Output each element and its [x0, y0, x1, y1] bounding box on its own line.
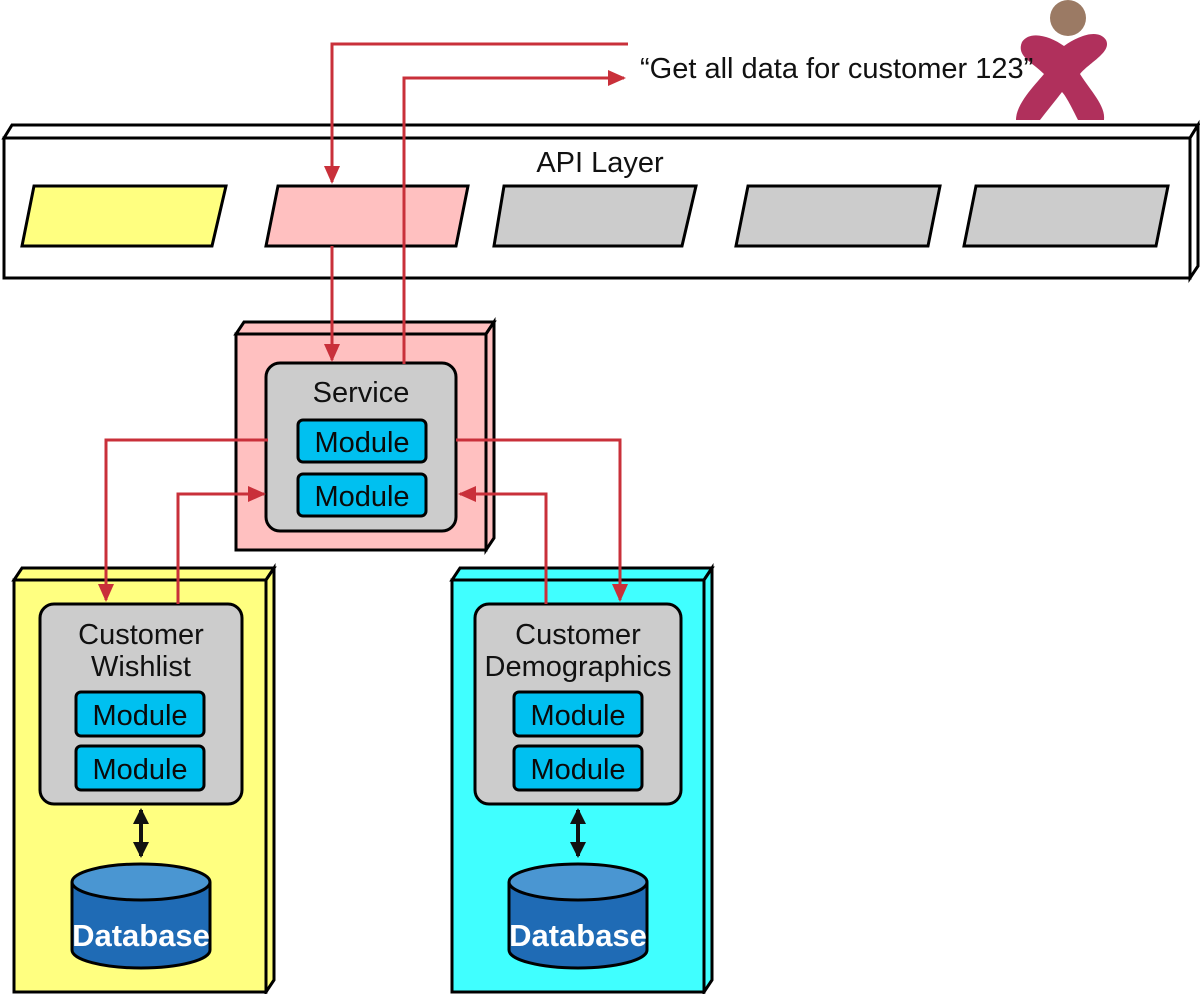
wishlist-title-line2: Wishlist [91, 651, 191, 683]
service-title: Service [313, 377, 410, 409]
wishlist-container: Customer Wishlist Module Module Database [11, 563, 277, 994]
service-module-2-label: Module [314, 481, 409, 513]
wishlist-database-label: Database [72, 918, 210, 953]
wishlist-title-line1: Customer [78, 619, 204, 651]
wishlist-module-2-label: Module [92, 754, 187, 786]
api-slot-customer[interactable] [264, 184, 470, 248]
api-layer: API Layer [1, 119, 1200, 283]
service-module-2 [296, 472, 428, 518]
service-module-1 [296, 418, 428, 464]
demographics-title-line2: Demographics [485, 651, 672, 683]
demographics-container: Customer Demographics Module Module Data… [449, 563, 715, 994]
service-to-wishlist-arrow [98, 438, 268, 602]
wishlist-database-icon [70, 862, 212, 970]
service-to-demographics-arrow [456, 438, 628, 602]
demographics-module-2 [512, 744, 644, 792]
api-slot-gray-1[interactable] [492, 184, 698, 248]
wishlist-module-1 [74, 690, 206, 738]
demographics-title-line1: Customer [515, 619, 641, 651]
demographics-module-1 [512, 690, 644, 738]
api-slot-gray-3[interactable] [962, 184, 1170, 248]
demographics-module-2-label: Module [530, 754, 625, 786]
api-slot-yellow[interactable] [20, 184, 228, 248]
wishlist-to-service-arrow [176, 486, 266, 604]
user-icon [1016, 0, 1108, 121]
request-text: “Get all data for customer 123” [640, 53, 1033, 85]
demographics-database-icon [507, 862, 649, 970]
request-flow [98, 42, 628, 604]
response-arrow [402, 70, 626, 364]
service-module-1-label: Module [314, 427, 409, 459]
demographics-database-label: Database [509, 918, 647, 953]
demographics-module-1-label: Module [530, 700, 625, 732]
wishlist-module-2 [74, 744, 206, 792]
wishlist-module-1-label: Module [92, 700, 187, 732]
request-arrow [324, 42, 628, 184]
service-container: Service Module Module [233, 317, 497, 555]
demographics-to-service-arrow [458, 486, 548, 604]
api-slot-gray-2[interactable] [734, 184, 942, 248]
api-layer-label: API Layer [536, 147, 664, 179]
